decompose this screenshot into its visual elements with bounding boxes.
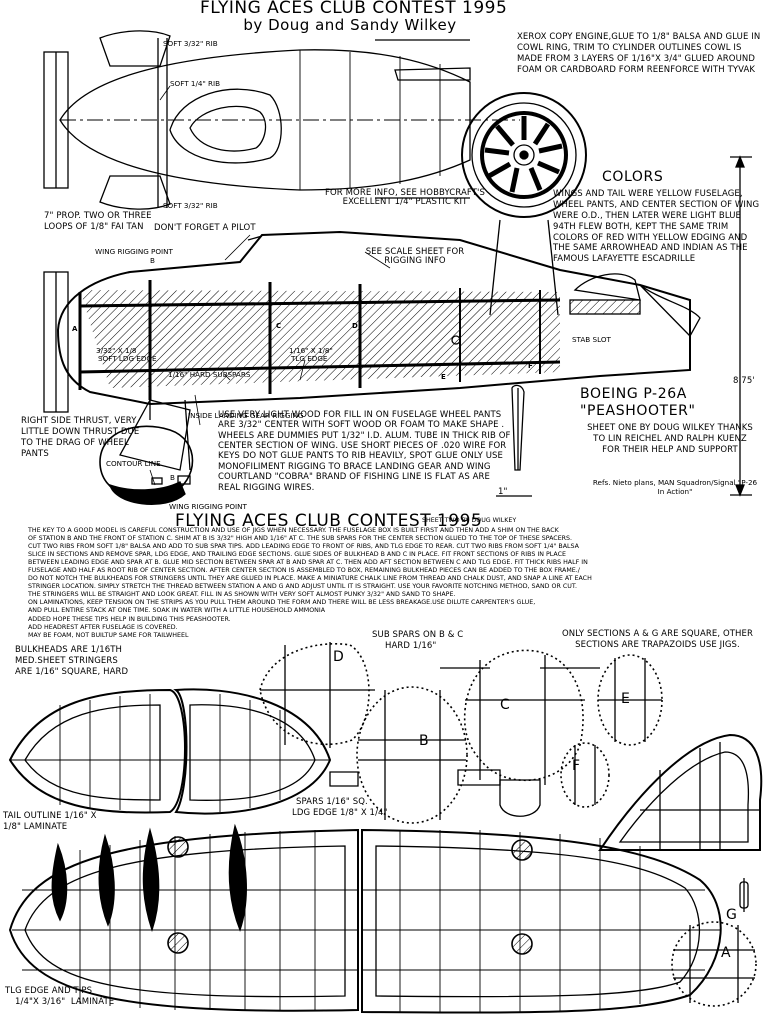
scale-sheet-note: SEE SCALE SHEET FOR RIGGING INFO bbox=[365, 247, 465, 266]
note-line: THE KEY TO A GOOD MODEL IS CAREFUL CONST… bbox=[28, 527, 559, 534]
bulkhead-e bbox=[597, 654, 663, 746]
tlg-tips-note: TLG EDGE AND TIPS bbox=[5, 986, 93, 996]
aircraft-nickname: "PEASHOOTER" bbox=[580, 403, 696, 419]
assembly-notes: THE KEY TO A GOOD MODEL IS CAREFUL CONST… bbox=[28, 527, 758, 640]
bulkheads-note: BULKHEADS ARE 1/16TH MED.SHEET STRINGERS… bbox=[15, 645, 129, 677]
note-line: THE STRINGERS WILL BE STRAIGHT AND LOOK … bbox=[28, 591, 456, 599]
bulkhead-f bbox=[560, 742, 610, 808]
tail-plane bbox=[8, 688, 332, 815]
note-line: MAY BE FOAM, NOT BUILTUP SAME FOR TAILWH… bbox=[28, 631, 189, 639]
one-inch-label: 1" bbox=[498, 487, 508, 497]
bulkhead-label-e: E bbox=[621, 691, 630, 707]
rib-label-1: SOFT 3/32" RIB bbox=[163, 39, 218, 48]
note-line: ADDED HOPE THESE TIPS HELP IN BUILDING T… bbox=[28, 615, 231, 623]
bulkhead-d bbox=[259, 642, 375, 748]
engine-note: XEROX COPY ENGINE,GLUE TO 1/8" BALSA AND… bbox=[517, 32, 761, 75]
spar-plate bbox=[329, 769, 501, 787]
leader-lines bbox=[149, 85, 391, 486]
pilot-note: DON'T FORGET A PILOT bbox=[154, 223, 256, 233]
bulkhead-a bbox=[671, 921, 757, 1007]
bulkhead-label-d: D bbox=[333, 649, 344, 665]
rib-label-3: SOFT 3/32" RIB bbox=[163, 201, 218, 210]
station-d: D bbox=[352, 322, 358, 330]
ldg-edge-note: LDG EDGE 1/8" X 1/4" bbox=[292, 808, 388, 818]
hard-subspars-label: 1/16" HARD SUBSPARS bbox=[168, 370, 251, 379]
sheet-two-byline: SHEET TWO BY DOUG WILKEY bbox=[422, 517, 517, 524]
wing-rigging-point-bottom: WING RIGGING POINT bbox=[169, 502, 247, 511]
note-line: ADD HEADREST AFTER FUSELAGE IS COVERED. bbox=[28, 623, 178, 631]
bulkhead-b bbox=[356, 686, 468, 824]
engine-front-view bbox=[461, 92, 587, 316]
stab-slot-label: STAB SLOT bbox=[572, 335, 611, 344]
note-line: AND PULL ENTIRE STACK AT ONE TIME. SOAK … bbox=[28, 607, 326, 615]
thrust-note: RIGHT SIDE THRUST, VERY LITTLE DOWN THRU… bbox=[21, 416, 140, 460]
note-line: BETWEEN LEADING EDGE AND SPAR AT B. GLUE… bbox=[28, 559, 588, 567]
side-view bbox=[43, 230, 701, 413]
tail-outline-note: TAIL OUTLINE 1/16" X 1/8" LAMINATE bbox=[3, 811, 97, 832]
note-line: ON LAMINATIONS, KEEP TENSION ON THE STRI… bbox=[28, 599, 536, 607]
authors-line: by Doug and Sandy Wilkey bbox=[243, 16, 457, 34]
note-line: STRINGER LOCATION. SIMPLY STRETCH THE TH… bbox=[28, 583, 577, 591]
title-sheet-two: FLYING ACES CLUB CONTEST 1995 bbox=[175, 511, 483, 531]
note-line: SLICE IN SECTIONS AND REMOVE SPAR, LDG E… bbox=[28, 551, 566, 559]
bulkhead-c bbox=[440, 649, 600, 817]
height-dimension-label: 8.75' bbox=[733, 376, 755, 386]
spars-note: SPARS 1/16" SQ. bbox=[296, 797, 368, 807]
landing-gear bbox=[99, 398, 194, 506]
station-f: F bbox=[528, 362, 533, 370]
station-a: A bbox=[72, 325, 78, 333]
soft-ldg-edge-label: SOFT LDG EDGE bbox=[98, 354, 157, 363]
station-e: E bbox=[441, 373, 446, 381]
colors-note: WINGS AND TAIL WERE YELLOW FUSELAGE, WHE… bbox=[553, 189, 760, 265]
colors-heading: COLORS bbox=[602, 169, 664, 185]
prop-note: 7" PROP. TWO OR THREE LOOPS OF 1/8" FAI … bbox=[44, 211, 152, 232]
wing-left bbox=[8, 823, 359, 1012]
tlg-edge-label: TLG EDGE bbox=[291, 354, 328, 363]
credits-note: SHEET ONE BY DOUG WILKEY THANKS TO LIN R… bbox=[587, 423, 753, 456]
bulkhead-label-b: B bbox=[419, 733, 429, 749]
sub-spars-size: HARD 1/16" bbox=[385, 641, 437, 651]
height-dimension bbox=[730, 155, 752, 497]
bulkhead-label-f: F bbox=[572, 758, 581, 774]
fin-rudder bbox=[598, 733, 763, 851]
note-line: FUSELAGE AND HALF AS ROOT RIB OF CENTER … bbox=[28, 567, 580, 575]
tlg-edge-size: 1/16" X 1/8" bbox=[289, 346, 333, 355]
note-line: CUT TWO RIBS FROM SOFT 1/8" BALSA AND AD… bbox=[28, 543, 579, 551]
lower-longeron-label: 3/32" X 1/8 bbox=[96, 346, 137, 355]
station-b-top: B bbox=[150, 256, 155, 265]
bulkhead-label-c: C bbox=[500, 697, 510, 713]
contour-line-label: CONTOUR LINE bbox=[106, 459, 161, 468]
construction-note: USE VERY LIGHT WOOD FOR FILL IN ON FUSEL… bbox=[218, 410, 511, 493]
sections-note: ONLY SECTIONS A & G ARE SQUARE, OTHER SE… bbox=[561, 629, 754, 650]
tlg-tips-size: 1/4"X 3/16" LAMINATE bbox=[15, 997, 115, 1007]
wing-rigging-point-top: WING RIGGING POINT bbox=[95, 247, 173, 256]
part-label-g: G bbox=[726, 907, 737, 923]
inside-gear-label: INSIDE LANDING GEAR RIGGING bbox=[188, 411, 304, 420]
refs-note: Refs. Nieto plans, MAN Squadron/Signal "… bbox=[592, 478, 758, 497]
bulkhead-label-a: A bbox=[721, 945, 731, 961]
title-sheet-one: FLYING ACES CLUB CONTEST 1995 bbox=[200, 0, 508, 18]
station-b-bottom: B bbox=[170, 473, 175, 482]
strut-part bbox=[496, 384, 532, 497]
note-line: DO NOT NOTCH THE BULKHEADS FOR STRINGERS… bbox=[28, 575, 592, 583]
station-c: C bbox=[276, 322, 282, 330]
aircraft-name: BOEING P-26A bbox=[580, 386, 687, 402]
top-view bbox=[43, 30, 520, 210]
sub-spars-note: SUB SPARS ON B & C bbox=[372, 630, 464, 640]
more-info-note: FOR MORE INFO, SEE HOBBYCRAFT'S EXCELLEN… bbox=[325, 188, 485, 207]
part-g bbox=[739, 878, 749, 912]
note-line: OF STATION B AND THE FRONT OF STATION C.… bbox=[28, 535, 573, 543]
rib-label-2: SOFT 1/4" RIB bbox=[170, 79, 221, 88]
wing-right bbox=[361, 828, 722, 1014]
